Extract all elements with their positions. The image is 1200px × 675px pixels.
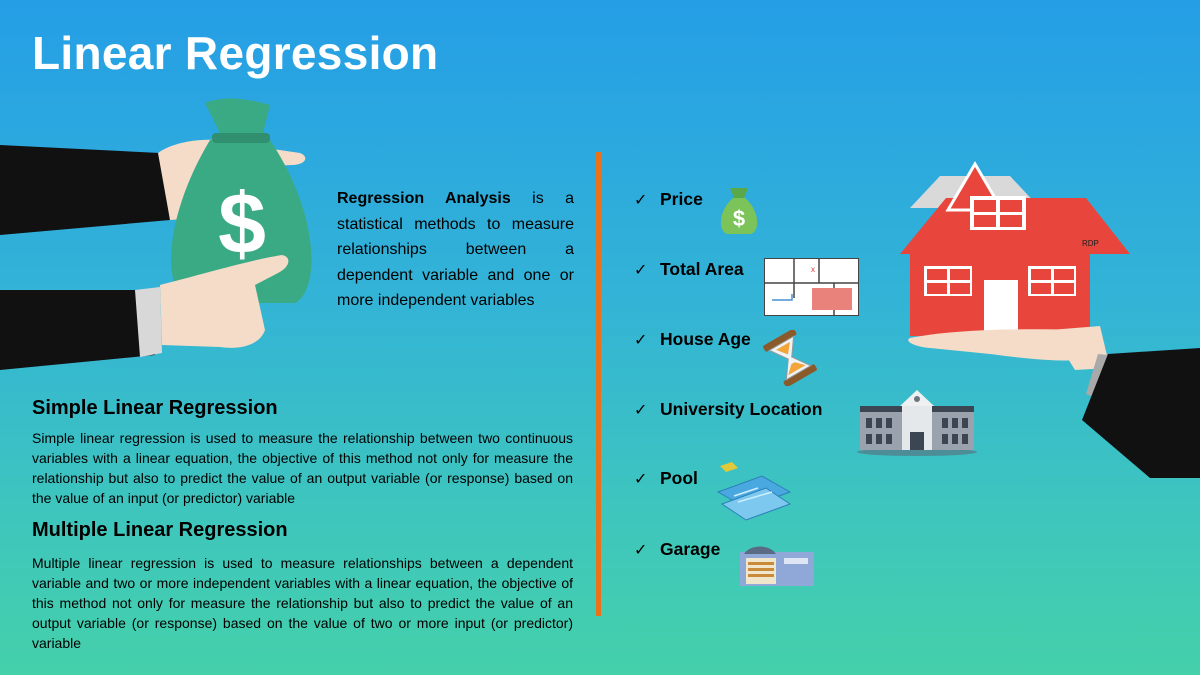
garage-icon [740,546,814,586]
feature-label: Price [660,189,703,209]
simple-regression-body: Simple linear regression is used to meas… [32,430,573,506]
feature-label: University Location [660,399,823,419]
check-icon: ✓ [634,471,648,488]
top-sleeve [0,145,170,235]
check-icon: ✓ [634,402,648,419]
house-in-hand-illustration: RDP [900,161,1200,478]
feature-garage: ✓ Garage [634,539,720,560]
intro-bold-term: Regression Analysis [337,190,511,207]
vertical-divider [596,152,601,616]
sleeve [1082,348,1200,478]
bottom-hand [160,255,289,348]
check-icon: ✓ [634,262,648,279]
feature-total-area: ✓ Total Area [634,259,744,280]
feature-label: Garage [660,539,721,559]
floor-plan-icon: x [764,258,859,316]
bottom-cuff [135,287,162,357]
page-title: Linear Regression [32,27,439,79]
money-bag-hands-illustration: $ [0,98,312,370]
check-icon: ✓ [634,332,648,349]
money-bag-icon: $ [720,188,758,234]
regression-analysis-intro: Regression Analysis is a statistical met… [337,186,574,314]
house-tag: RDP [1082,239,1099,248]
feature-house-age: ✓ House Age [634,329,751,350]
svg-text:$: $ [218,176,266,272]
simple-regression-heading: Simple Linear Regression [32,397,278,419]
feature-university-location: ✓ University Location [634,399,822,420]
intro-text: is a statistical methods to measure rela… [337,190,575,309]
feature-label: House Age [660,329,751,349]
svg-text:$: $ [733,206,745,231]
hourglass-icon [763,330,817,386]
check-icon: ✓ [634,192,648,209]
feature-pool: ✓ Pool [634,468,698,489]
multiple-regression-body: Multiple linear regression is used to me… [32,555,573,651]
svg-text:x: x [811,265,815,274]
check-icon: ✓ [634,542,648,559]
hand-palm [1050,326,1110,370]
bottom-sleeve [0,290,155,370]
feature-price: ✓ Price [634,189,703,210]
university-building-icon [857,390,977,456]
house-icon: RDP [900,161,1130,336]
pool-icon [716,462,792,521]
multiple-regression-heading: Multiple Linear Regression [32,519,288,541]
feature-label: Pool [660,468,698,488]
feature-label: Total Area [660,259,744,279]
